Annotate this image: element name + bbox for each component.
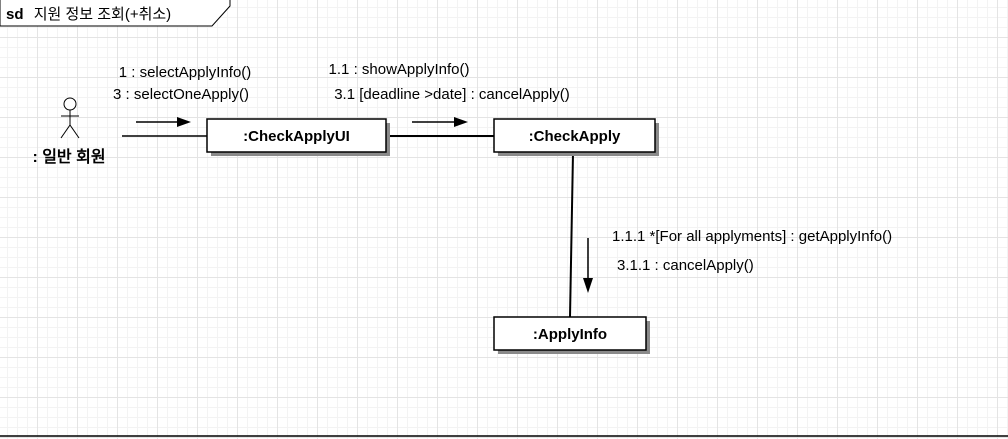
message-label: 1.1.1 *[For all applyments] : getApplyIn… xyxy=(612,228,892,245)
frame-keyword: sd xyxy=(6,6,24,23)
message-label: 3.1 [deadline >date] : cancelApply() xyxy=(334,86,570,103)
message-label: 1.1 : showApplyInfo() xyxy=(329,61,470,78)
frame-tab: sd 지원 정보 조회(+취소) xyxy=(0,0,231,27)
object-label: :CheckApply xyxy=(529,128,621,145)
object-applyinfo[interactable]: :ApplyInfo xyxy=(493,316,650,354)
object-label: :CheckApplyUI xyxy=(243,128,350,145)
arrow-ui-control xyxy=(412,117,468,127)
message-label: 3 : selectOneApply() xyxy=(113,86,249,103)
arrow-actor-ui xyxy=(136,117,191,127)
object-checkapplyui[interactable]: :CheckApplyUI xyxy=(206,118,390,156)
actor-name: : 일반 회원 xyxy=(32,147,105,166)
link-control-entity xyxy=(569,152,574,318)
frame-title: 지원 정보 조회(+취소) xyxy=(34,6,172,23)
actor-icon xyxy=(60,97,80,139)
svg-text:sd 지원 정보 조회(+취소): sd 지원 정보 조회(+취소) xyxy=(6,6,171,23)
arrow-control-entity xyxy=(583,238,593,293)
message-label: 3.1.1 : cancelApply() xyxy=(617,257,754,274)
object-checkapply[interactable]: :CheckApply xyxy=(493,118,659,156)
message-label: 1 : selectApplyInfo() xyxy=(119,64,252,81)
object-label: :ApplyInfo xyxy=(533,326,607,343)
